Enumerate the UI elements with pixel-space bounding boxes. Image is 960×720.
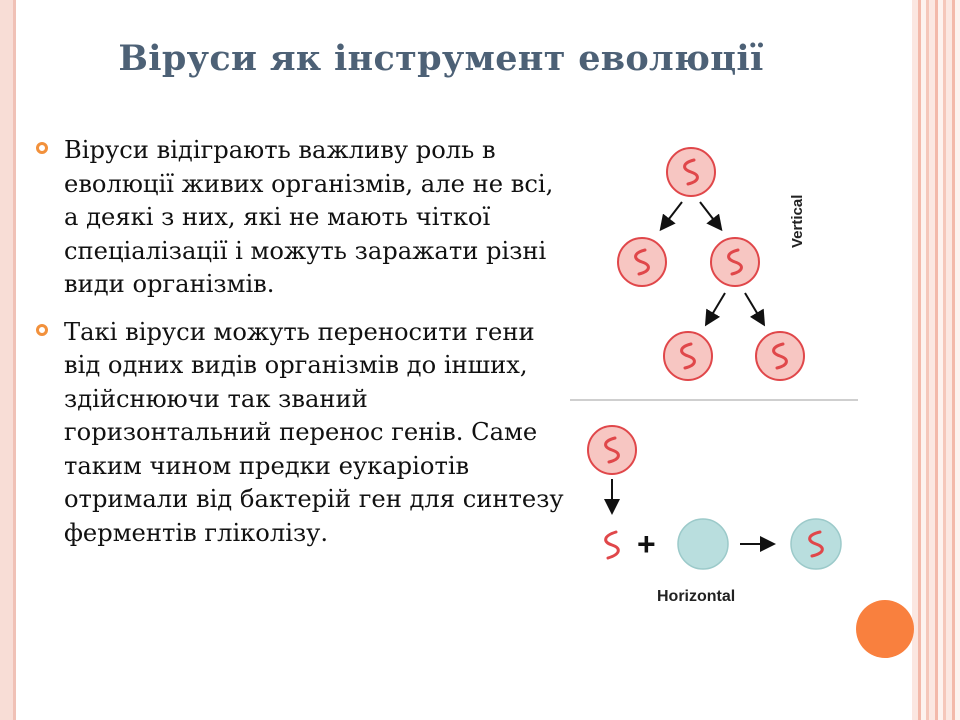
vertical-label: Vertical — [789, 195, 806, 248]
frame-right-border — [912, 0, 960, 720]
bullet-list: Віруси відіграють важливу роль в еволюці… — [32, 134, 567, 564]
horizontal-label: Horizontal — [657, 588, 735, 605]
arrow-left — [659, 201, 683, 232]
gene-transfer-diagram: Vertical + Horizontal — [570, 147, 858, 605]
recombinant-cell — [790, 518, 842, 570]
virus-cell-child-left — [617, 237, 667, 287]
virus-cell-grandchild-left — [663, 331, 713, 381]
virus-cell-child-right — [710, 237, 760, 287]
bullet-text-1: Віруси відіграють важливу роль в еволюці… — [64, 136, 554, 298]
arrow-right — [699, 201, 723, 232]
bullet-ring-icon — [36, 142, 48, 154]
recipient-cell — [677, 518, 729, 570]
arrow-left-2 — [704, 292, 726, 327]
horizontal-transfer: + Horizontal — [587, 425, 842, 605]
virus-cell-parent — [666, 147, 716, 197]
bullet-item-1: Віруси відіграють важливу роль в еволюці… — [32, 134, 567, 302]
slide-title: Віруси як інструмент еволюції — [118, 38, 764, 79]
frame-left-border — [0, 0, 16, 720]
arrow-right-2 — [744, 292, 766, 327]
virus-cell-donor — [587, 425, 637, 475]
virus-cell-grandchild-right — [755, 331, 805, 381]
plus-sign: + — [637, 526, 656, 562]
vertical-transfer-tree: Vertical — [617, 147, 806, 381]
bullet-text-2: Такі віруси можуть переносити гени від о… — [64, 317, 564, 547]
decorative-orange-circle — [856, 600, 914, 658]
bullet-ring-icon — [36, 323, 48, 336]
free-gene-fragment — [604, 530, 620, 560]
bullet-item-2: Такі віруси можуть переносити гени від о… — [32, 316, 567, 551]
